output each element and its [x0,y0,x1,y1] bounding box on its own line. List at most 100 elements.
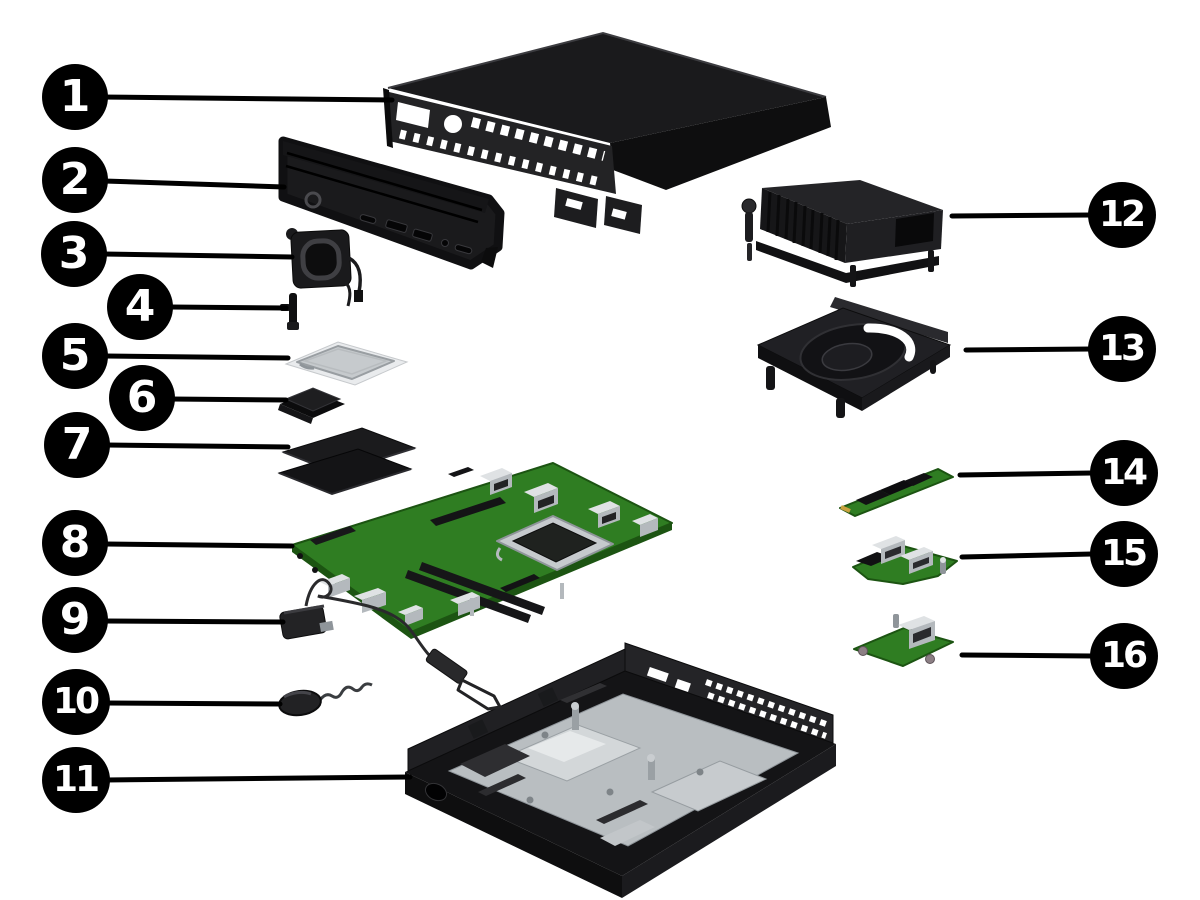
bezel-top-band [283,141,489,213]
chassis-wall-slot-2 [674,678,691,693]
cpu-notch [299,362,315,370]
pin-foot [287,322,299,330]
cage-peg-2 [928,250,934,272]
callout-1: 1 [42,64,108,130]
callout-14-label: 14 [1100,452,1148,493]
callout-3: 3 [41,221,107,287]
chassis-wall-hole [424,782,448,802]
cage-right-cutout [895,213,934,247]
chassis-wall-tab-1 [467,719,489,739]
cage-thumbscrew-head [741,198,757,214]
fan-left-face [758,345,862,411]
port-board-port-top [898,616,935,630]
rear-port-3-slot [602,512,616,524]
board-standoff-1 [470,598,474,616]
leader-line-8 [102,541,295,549]
front-port-2-front [362,592,386,613]
callout-11-label: 11 [52,759,100,800]
bezel-usbc-port [359,214,377,224]
rear-port-1-slot [494,479,508,491]
rear-port-2-top [524,483,558,497]
leader-line-1 [97,94,395,103]
callout-10: 10 [42,669,110,735]
part-10-coin-battery [278,682,373,717]
fan-rear-lip [830,297,948,343]
part-7-shield-plates [277,427,417,496]
rear-port-3-top [588,501,620,514]
front-plate-round-hole [444,115,462,133]
callout-3-label: 3 [58,228,90,279]
front-port-1-front [328,578,350,598]
bezel-ridge-2 [285,164,479,224]
front-port-4-top [450,592,480,604]
callout-16: 16 [1090,623,1158,689]
callout-4-label: 4 [124,281,156,332]
antenna-connector [319,620,334,632]
chassis-vent-row-2 [707,692,827,739]
io-usb-2-slot [913,557,929,569]
bezel-ridge-1 [286,151,483,212]
callout-6: 6 [109,365,175,431]
callout-8-label: 8 [59,517,91,568]
rear-component-black [448,467,474,477]
chassis-stud-4 [541,731,549,739]
port-board-pcb [853,627,954,667]
front-plate-vent-row-2 [398,129,602,187]
bezel-audio-jack [441,239,449,247]
io-board-standoff-cap [940,557,946,563]
port-board-peg [893,614,899,628]
io-usb-1-slot [885,546,901,559]
cpu-spreader-inner-edge [302,348,389,375]
speaker-connector [354,290,363,302]
callout-15-label: 15 [1100,533,1148,574]
callout-14: 14 [1090,440,1158,506]
front-plate-vent-row-1 [470,117,606,161]
top-cover-left-flange [383,88,393,148]
callout-9: 9 [42,587,108,653]
front-port-3-top [398,605,423,615]
chassis-front-right-wall [622,744,836,898]
board-cap-1 [312,567,318,573]
callout-12: 12 [1088,182,1156,248]
callout-12-label: 12 [1098,194,1146,235]
leader-line-3 [100,251,295,260]
board-cpu-socket-cavity [511,522,598,563]
chassis-post-1 [572,706,579,730]
board-socket-lever [495,547,503,562]
leader-line-14 [957,470,1095,478]
leader-lines [97,94,1095,783]
part-11-chassis [405,642,836,898]
part-9-wlan-antenna [279,578,502,711]
io-usb-1-top [872,536,905,549]
callout-11: 11 [42,747,110,813]
chassis-floor [447,693,800,847]
bezel-logo-badge [304,191,322,209]
part-2-front-bezel [278,136,505,270]
front-slot-black [500,574,540,592]
top-cover-front-plate [385,91,616,194]
callout-1-label: 1 [59,71,91,122]
chassis-dark-module [460,744,530,777]
port-board-port-slot [913,627,931,643]
leader-line-4 [167,304,289,311]
chassis-front-bracket [600,820,655,846]
part-15-io-board [852,536,958,585]
tab-slot-left [565,198,583,210]
callout-15: 15 [1090,521,1158,587]
rear-port-2-slot [538,495,554,509]
callout-5-label: 5 [59,330,91,381]
rear-port-1-top [480,468,512,481]
top-cover-edge-highlight [387,31,827,98]
chassis-wall-tab-2 [537,687,559,707]
callout-4: 4 [107,274,173,340]
cage-thumbscrew-tip [747,243,752,261]
part-6-chip [278,387,345,424]
chassis-plate-a-top [528,731,606,762]
bezel-usb-port-1 [385,219,408,233]
leader-line-2 [101,178,287,190]
leader-line-12 [949,212,1095,219]
chassis-stud-1 [526,796,534,804]
board-edge-right [411,523,672,639]
